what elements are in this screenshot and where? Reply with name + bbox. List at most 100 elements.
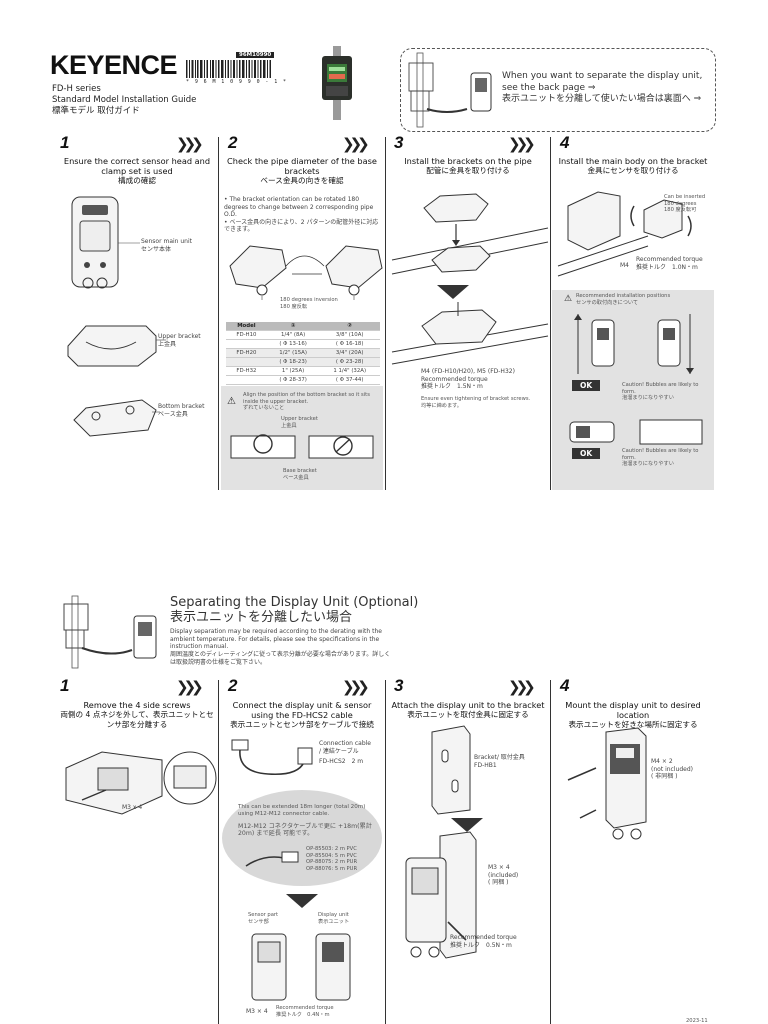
list-item: OP-85503: 2 m PVC [306,846,357,852]
step-number: 4 [560,676,570,695]
footer-code: 2023-11 [686,1018,708,1024]
step-arrow-icon: ❯❯❯ [508,678,536,696]
step-number: 1 [60,676,70,695]
column-divider [218,137,220,490]
step-number: 3 [394,133,404,152]
s2-step4-screw: M4 × 2(not included)( 非同梱 ) [651,758,693,780]
s2-step3-screw: M3 × 4(included)( 同梱 ) [488,864,519,886]
warning-icon: ⚠ [227,396,236,407]
attach-display-illustration [405,831,477,959]
table-row: ( Φ 18-23)( Φ 23-28) [226,357,380,367]
step-arrow-icon: ❯❯❯ [176,135,204,153]
s2-step1-screw: M3 x 4 [122,804,143,811]
step-title: Install the main body on the bracket 金具に… [553,156,713,176]
step-arrow-icon: ❯❯❯ [342,678,370,696]
step-number: 2 [228,133,238,152]
step-title: Mount the display unit to desired locati… [553,700,713,730]
column-divider [550,680,552,1024]
main-body-install-illustration [557,191,692,277]
doc-title-block: FD-H series Standard Model Installation … [52,84,196,117]
table-header: ① [266,322,320,331]
step-title-jp: 配管に金具を取り付ける [426,166,510,175]
callout-line-1: When you want to separate the display un… [502,71,703,81]
step-title: Attach the display unit to the bracket 表… [388,700,548,720]
table-row: ( Φ 13-16)( Φ 16-18) [226,339,380,349]
separation-overview-illustration [63,595,157,669]
pipe-bracket-install-illustration [391,193,549,275]
ok-badge: OK [572,448,601,459]
mount-display-illustration [567,727,647,840]
guide-title-jp: 標準モデル 取付ガイド [52,106,140,116]
table-header: ② [319,322,380,331]
horizontal-position-illustration [569,419,703,445]
series-name: FD-H series [52,84,101,94]
step-title-en: Install the brackets on the pipe [404,156,532,166]
section2-title: Separating the Display Unit (Optional) 表… [170,595,418,625]
remove-screws-illustration [65,751,217,815]
step-number: 2 [228,676,238,695]
m12-cable-icon [245,851,299,867]
step-title: Install the brackets on the pipe 配管に金具を取… [388,156,548,176]
step-title: Remove the 4 side screws 両側の 4 点ネジを外して、表… [58,700,216,730]
down-arrow-icon [286,894,318,908]
step-title-en: Attach the display unit to the bracket [391,700,545,710]
cable-model: FD-HCS2 2 m [319,758,364,765]
caution-text: Caution! Bubbles are likely to form.泡溜まり… [622,448,699,467]
extension-note-jp: M12-M12 コネクタケーブルで更に +18m(累計 20m) まで延長 可能… [238,823,372,837]
product-photo [322,46,352,120]
column-divider [218,680,220,1024]
section2-description: Display separation may be required accor… [170,628,391,666]
callout-line-2: see the back page ⇒ [502,82,596,93]
step3-tighten-note: Ensure even tightening of bracket screws… [421,396,531,409]
step-arrow-icon: ❯❯❯ [508,135,536,153]
step-title: Ensure the correct sensor head and clamp… [58,156,216,186]
guide-title-en: Standard Model Installation Guide [52,95,197,105]
step-title-jp: 表示ユニットを好きな場所に固定する [568,720,698,729]
step-number: 1 [60,133,70,152]
upper-bracket-illustration [67,325,166,367]
step-title: Connect the display unit & sensor using … [222,700,382,730]
step4-screw: M4 [620,262,629,269]
step-title-jp: 両側の 4 点ネジを外して、表示ユニットとセンサ部を分離する [60,710,214,729]
sensor-main-unit-illustration [71,196,140,289]
warning-text: Align the position of the bottom bracket… [243,392,370,411]
separated-unit-illustration [408,52,492,128]
section2-title-jp: 表示ユニットを分離したい場合 [170,610,353,625]
bracket-alignment-illustration [230,434,374,459]
vertical-position-illustration [574,314,694,374]
step-title-en: Ensure the correct sensor head and clamp… [63,156,211,176]
step-arrow-icon: ❯❯❯ [342,135,370,153]
column-divider [550,137,552,490]
barcode-number: * 9 6 M 1 0 9 9 0 - 1 * [186,79,288,85]
table-header: Model [226,322,267,331]
bracket-orientation-illustration [229,245,383,300]
step-title-en: Remove the 4 side screws [83,700,191,710]
display-bracket-illustration [431,725,471,815]
step-title-en: Check the pipe diameter of the base brac… [227,156,377,176]
step-number: 4 [560,133,570,152]
step-arrow-icon: ❯❯❯ [176,678,204,696]
list-item: OP-88076: 5 m PUR [306,865,358,872]
step-title-en: Mount the display unit to desired locati… [565,700,701,720]
step-title: Check the pipe diameter of the base brac… [222,156,382,186]
down-arrow-icon [451,818,483,832]
doc-code-badge: 96M10990 [236,52,275,58]
list-item: OP-88075: 2 m PUR [306,859,358,865]
bracket-tighten-illustration [391,302,549,365]
warning-icon: ⚠ [564,294,573,304]
